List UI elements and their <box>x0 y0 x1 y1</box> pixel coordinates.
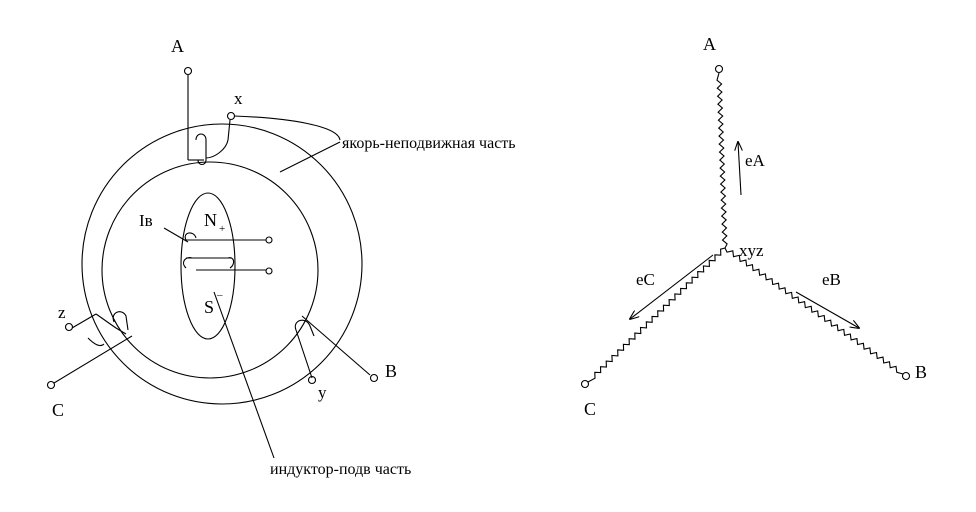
coil-phase-a <box>716 72 728 249</box>
label-pole-n: N <box>204 210 217 230</box>
star-label-ea: eA <box>745 151 766 170</box>
generator-diagram: A x якорь-неподвижная часть Iв N + S – z… <box>46 36 516 478</box>
terminal-y-circle <box>307 375 317 385</box>
rotor-lead-1 <box>265 236 273 244</box>
stator-leader-line <box>279 141 341 173</box>
label-pole-s: S <box>204 297 214 317</box>
star-terminal-c-circle <box>580 379 590 389</box>
label-terminal-z: z <box>58 303 66 322</box>
winding-phase-c <box>46 311 133 390</box>
star-label-neutral: xyz <box>739 241 764 260</box>
star-label-eb: eB <box>822 270 841 289</box>
terminal-z-circle <box>64 322 74 332</box>
label-terminal-c: C <box>52 400 64 420</box>
star-label-b: B <box>915 362 927 382</box>
label-excitation-current: Iв <box>139 211 153 230</box>
terminal-b-circle <box>369 373 379 383</box>
label-stator: якорь-неподвижная часть <box>342 135 516 152</box>
terminal-x-circle <box>226 111 236 121</box>
arrow-ec <box>630 254 714 319</box>
arrow-eb <box>795 291 859 328</box>
terminal-a-circle <box>183 66 193 76</box>
label-terminal-a: A <box>171 36 184 56</box>
arrow-ea <box>738 142 741 196</box>
excitation-winding <box>163 227 273 275</box>
iv-pointer <box>163 227 189 243</box>
label-pole-s-sign: – <box>216 289 223 301</box>
coil-phase-c <box>587 247 726 383</box>
terminal-c-circle <box>46 380 56 390</box>
label-terminal-x: x <box>234 89 243 108</box>
star-label-ec: eC <box>636 270 655 289</box>
rotor-ellipse <box>180 192 236 340</box>
rotor-leader-line <box>213 291 275 459</box>
winding-phase-a <box>183 66 341 166</box>
label-terminal-y: y <box>318 383 327 402</box>
label-terminal-b: B <box>385 361 397 381</box>
label-pole-n-sign: + <box>219 223 225 235</box>
star-terminal-a-circle <box>714 64 724 74</box>
coil-phase-b <box>724 247 904 375</box>
star-terminal-b-circle <box>901 371 911 381</box>
stator-inner-ring <box>101 161 319 379</box>
star-label-a: A <box>703 34 716 54</box>
label-rotor: индуктор-подв часть <box>270 461 411 478</box>
stator-outer-ring <box>81 123 363 405</box>
rotor-lead-2 <box>265 267 273 275</box>
star-label-c: C <box>584 399 596 419</box>
star-diagram: A B C xyz eA eB eC <box>580 34 927 419</box>
winding-phase-b <box>294 315 379 385</box>
